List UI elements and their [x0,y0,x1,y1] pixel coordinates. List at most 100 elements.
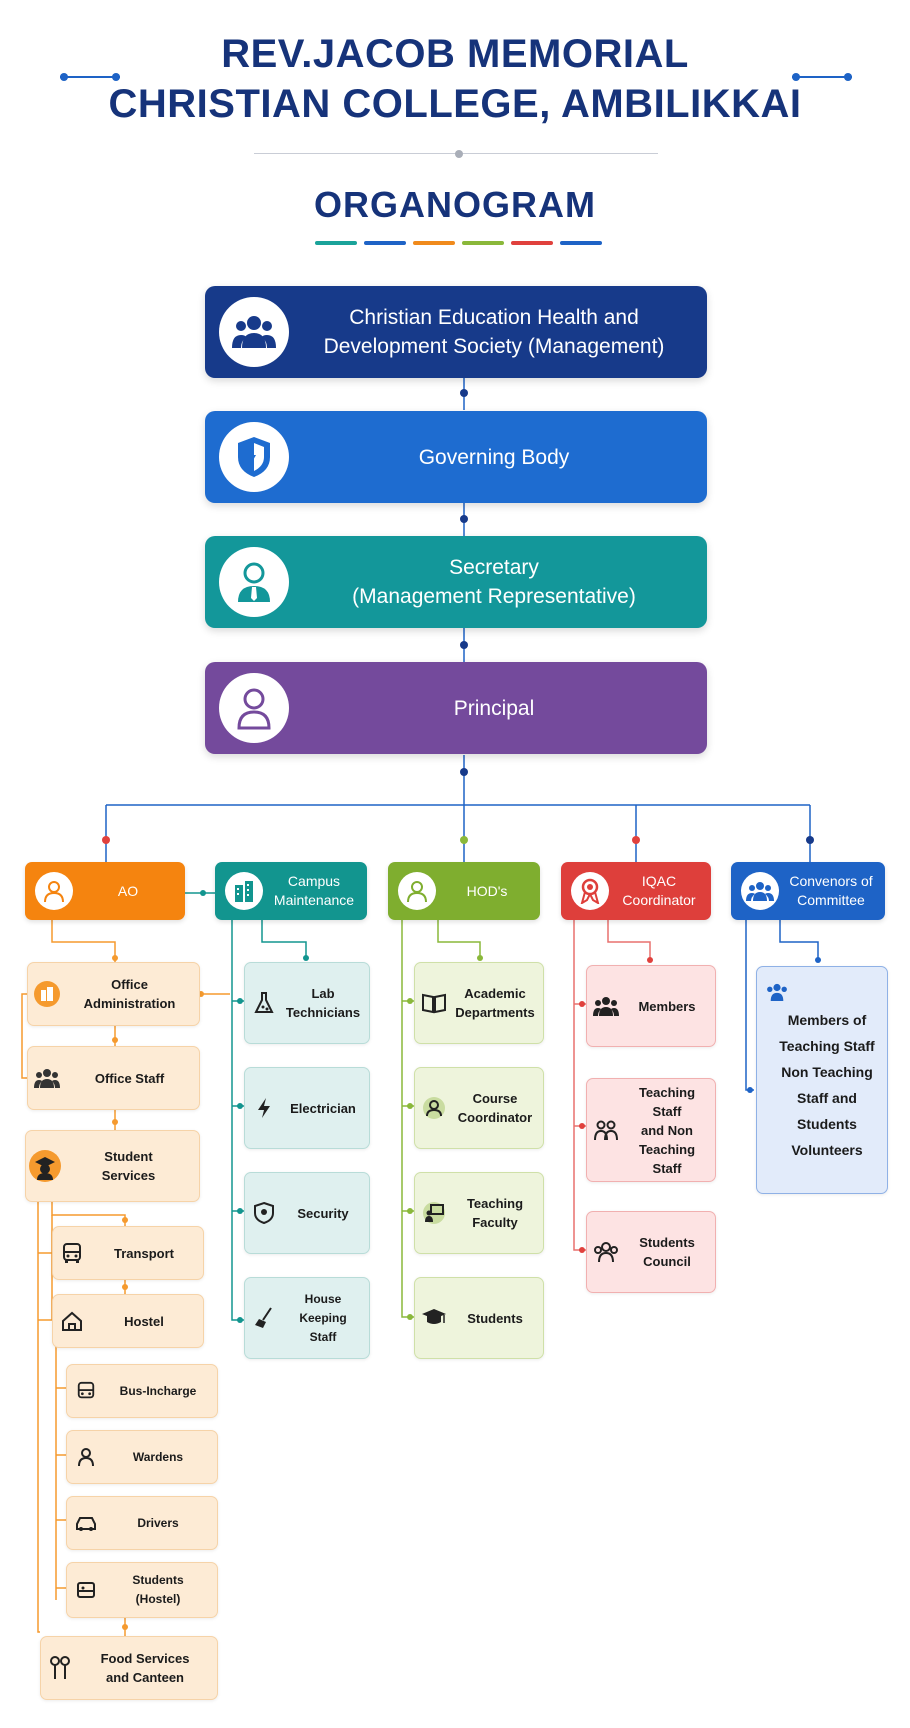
title-line-1: REV.JACOB MEMORIAL [221,32,689,76]
person-icon [35,872,73,910]
convenors-head[interactable]: Convenors of Committee [731,862,885,920]
hods-head[interactable]: HOD's [388,862,540,920]
card-label: Electrician [290,1100,356,1116]
office-staff-card[interactable]: Office Staff [27,1046,200,1110]
security-card[interactable]: Security [244,1172,370,1254]
people-group-icon [219,297,289,367]
card-label: Security [297,1205,349,1221]
members-card[interactable]: Members [586,965,716,1047]
teacher-icon [415,1096,453,1120]
convenors-label: Convenors of Committee [789,873,873,908]
graduate-icon [26,1150,64,1182]
book-icon [415,992,453,1014]
card-label: Bus-Incharge [119,1383,197,1398]
award-ribbon-icon [571,872,609,910]
accent-bar-5 [511,241,553,245]
flask-icon [245,991,283,1015]
card-label: House Keeping Staff [299,1291,347,1344]
accent-bar-3 [413,241,455,245]
card-label: Course Coordinator [457,1091,533,1125]
campus-maintenance-label: Campus Maintenance [273,873,355,908]
hostel-card[interactable]: Hostel [52,1294,204,1348]
principal-box[interactable]: Principal [205,662,707,754]
people-icon [587,1119,625,1141]
card-label: Drivers [137,1515,179,1530]
ao-head[interactable]: AO [25,862,185,920]
bus-incharge-card[interactable]: Bus-Incharge [66,1364,218,1418]
people-icon [765,983,789,1006]
card-label: Members of Teaching Staff Non Teaching S… [779,1012,875,1158]
bus-icon [53,1242,91,1264]
graduation-cap-icon [415,1307,453,1329]
header-knob-left [60,73,68,81]
car-icon [67,1514,105,1532]
governing-body-box[interactable]: Governing Body [205,411,707,503]
card-label: Food Services and Canteen [100,1651,190,1685]
card-label: Transport [114,1245,174,1261]
campus-maintenance-head[interactable]: Campus Maintenance [215,862,367,920]
card-label: Teaching Staff and Non Teaching Staff [638,1084,696,1176]
card-label: Teaching Faculty [466,1196,524,1230]
food-services-card[interactable]: Food Services and Canteen [40,1636,218,1700]
people-group-icon [741,872,779,910]
people-icon [28,1068,66,1088]
shield-icon [245,1201,283,1225]
title-line-2: CHRISTIAN COLLEGE, AMBILIKKAI [108,82,802,126]
office-administration-card[interactable]: Office Administration [27,962,200,1026]
card-label: Students (Hostel) [132,1573,184,1606]
electrician-card[interactable]: Electrician [244,1067,370,1149]
iqac-label: IQAC Coordinator [622,873,696,908]
header-knob-left-2 [112,73,120,81]
teaching-faculty-card[interactable]: Teaching Faculty [414,1172,544,1254]
card-label: Students Council [639,1235,695,1269]
secretary-box[interactable]: Secretary (Management Representative) [205,536,707,628]
header-rule-right [792,76,852,78]
person-icon [398,872,436,910]
person-icon [219,673,289,743]
house-keeping-card[interactable]: House Keeping Staff [244,1277,370,1359]
bed-icon [67,1581,105,1599]
card-label: Hostel [124,1313,164,1329]
card-label: Office Administration [83,977,176,1011]
academic-departments-card[interactable]: Academic Departments [414,962,544,1044]
header-knob-right-2 [844,73,852,81]
warden-icon [67,1447,105,1467]
organogram-heading: ORGANOGRAM [314,184,596,225]
card-label: Members [638,998,696,1014]
students-hostel-card[interactable]: Students (Hostel) [66,1562,218,1618]
transport-card[interactable]: Transport [52,1226,204,1280]
board-icon [415,1201,453,1225]
divider-dot [455,150,463,158]
governing-body-label: Governing Body [418,445,570,469]
people-icon [587,996,625,1016]
management-label: Christian Education Health and Developme… [323,306,665,358]
drivers-card[interactable]: Drivers [66,1496,218,1550]
header-rule-left [60,76,120,78]
card-label: Office Staff [94,1070,165,1086]
hods-label: HOD's [466,882,508,899]
committee-members-card[interactable]: Members of Teaching Staff Non Teaching S… [756,966,888,1194]
card-label: Student Services [101,1149,156,1183]
broom-icon [245,1306,283,1330]
accent-bar-4 [462,241,504,245]
management-box[interactable]: Christian Education Health and Developme… [205,286,707,378]
iqac-head[interactable]: IQAC Coordinator [561,862,711,920]
building-icon [225,872,263,910]
wardens-card[interactable]: Wardens [66,1430,218,1484]
student-services-card[interactable]: Student Services [25,1130,200,1202]
house-icon [53,1310,91,1332]
card-label: Wardens [132,1449,184,1464]
principal-label: Principal [453,696,535,720]
card-label: Students [467,1310,523,1326]
cutlery-icon [41,1655,79,1681]
students-council-card[interactable]: Students Council [586,1211,716,1293]
course-coordinator-card[interactable]: Course Coordinator [414,1067,544,1149]
teaching-staff-card[interactable]: Teaching Staff and Non Teaching Staff [586,1078,716,1182]
lab-technicians-card[interactable]: Lab Technicians [244,962,370,1044]
person-tie-icon [219,547,289,617]
accent-bar-6 [560,241,602,245]
lightning-icon [245,1096,283,1120]
students-card[interactable]: Students [414,1277,544,1359]
people-icon [587,1242,625,1262]
